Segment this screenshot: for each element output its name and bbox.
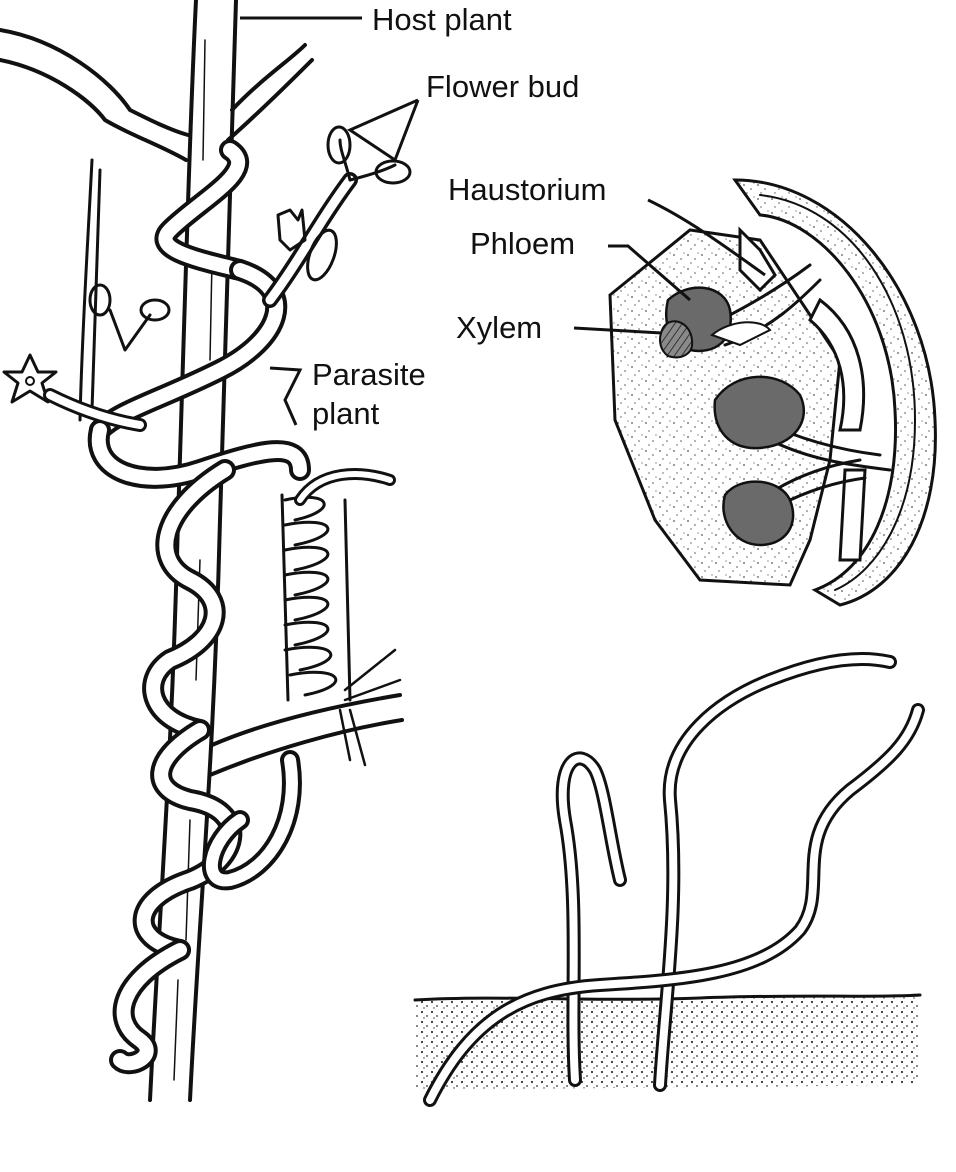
- flower-buds: [2, 125, 412, 432]
- host-plant-label: Host plant: [372, 2, 512, 37]
- parasite-plant-label-line2: plant: [312, 396, 380, 431]
- label-flower-bud: Flower bud: [346, 69, 579, 163]
- haustorium-cross-section: [608, 178, 937, 607]
- parasite-tight-coil: [280, 468, 402, 767]
- flower-bud-label: Flower bud: [426, 69, 579, 104]
- xylem-tissue: [659, 320, 694, 359]
- seedlings-in-soil: [413, 652, 925, 1107]
- parasite-plant-label-line1: Parasite: [312, 357, 426, 392]
- phloem-label: Phloem: [470, 226, 575, 261]
- xylem-label: Xylem: [456, 310, 542, 345]
- label-phloem: Phloem: [470, 226, 691, 302]
- flower-icon: [2, 353, 58, 404]
- label-parasite-plant: Parasite plant: [269, 357, 426, 431]
- label-xylem: Xylem: [456, 310, 663, 345]
- haustorium-label: Haustorium: [448, 172, 607, 207]
- host-plant-stem: [0, 0, 404, 1102]
- parasite-plant-coils: [87, 138, 402, 1075]
- label-haustorium: Haustorium: [448, 172, 766, 277]
- label-host-plant: Host plant: [240, 2, 512, 37]
